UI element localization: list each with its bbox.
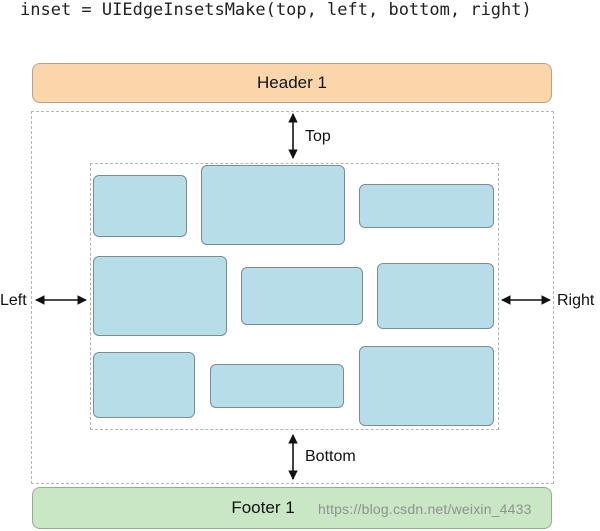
- cell: [93, 175, 187, 237]
- footer-label: Footer 1: [231, 498, 295, 517]
- bottom-label: Bottom: [305, 448, 356, 465]
- cell: [241, 267, 363, 325]
- left-label: Left: [0, 292, 27, 309]
- cell: [201, 165, 345, 245]
- footer-bar: Footer 1: [32, 487, 552, 529]
- cell: [359, 346, 494, 426]
- content-container-inset: [90, 163, 499, 430]
- top-label: Top: [305, 128, 331, 145]
- cell: [359, 184, 494, 228]
- header-label: Header 1: [257, 73, 327, 92]
- header-bar: Header 1: [32, 63, 552, 103]
- cell: [210, 364, 344, 408]
- code-caption: inset = UIEdgeInsetsMake(top, left, bott…: [20, 0, 532, 20]
- watermark-text: https://blog.csdn.net/weixin_4433: [318, 501, 532, 517]
- content-container-outer: [31, 111, 554, 484]
- cell: [93, 352, 195, 418]
- cell: [377, 263, 494, 329]
- cell: [93, 256, 227, 336]
- right-label: Right: [557, 292, 595, 309]
